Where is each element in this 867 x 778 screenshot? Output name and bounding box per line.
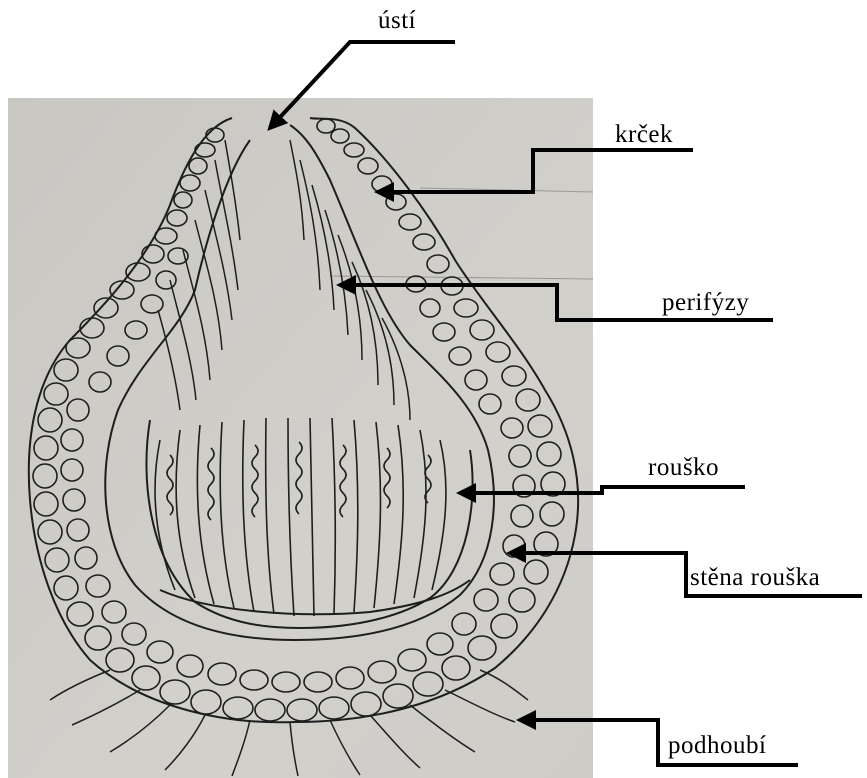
label-krcek: krček: [615, 122, 673, 147]
label-stena-rousko: stěna rouška: [690, 565, 820, 590]
label-podhoubi: podhoubí: [668, 733, 766, 758]
label-usti: ústí: [378, 8, 416, 33]
label-perifyzy: perifýzy: [662, 290, 749, 315]
label-rousko: rouško: [648, 455, 719, 480]
